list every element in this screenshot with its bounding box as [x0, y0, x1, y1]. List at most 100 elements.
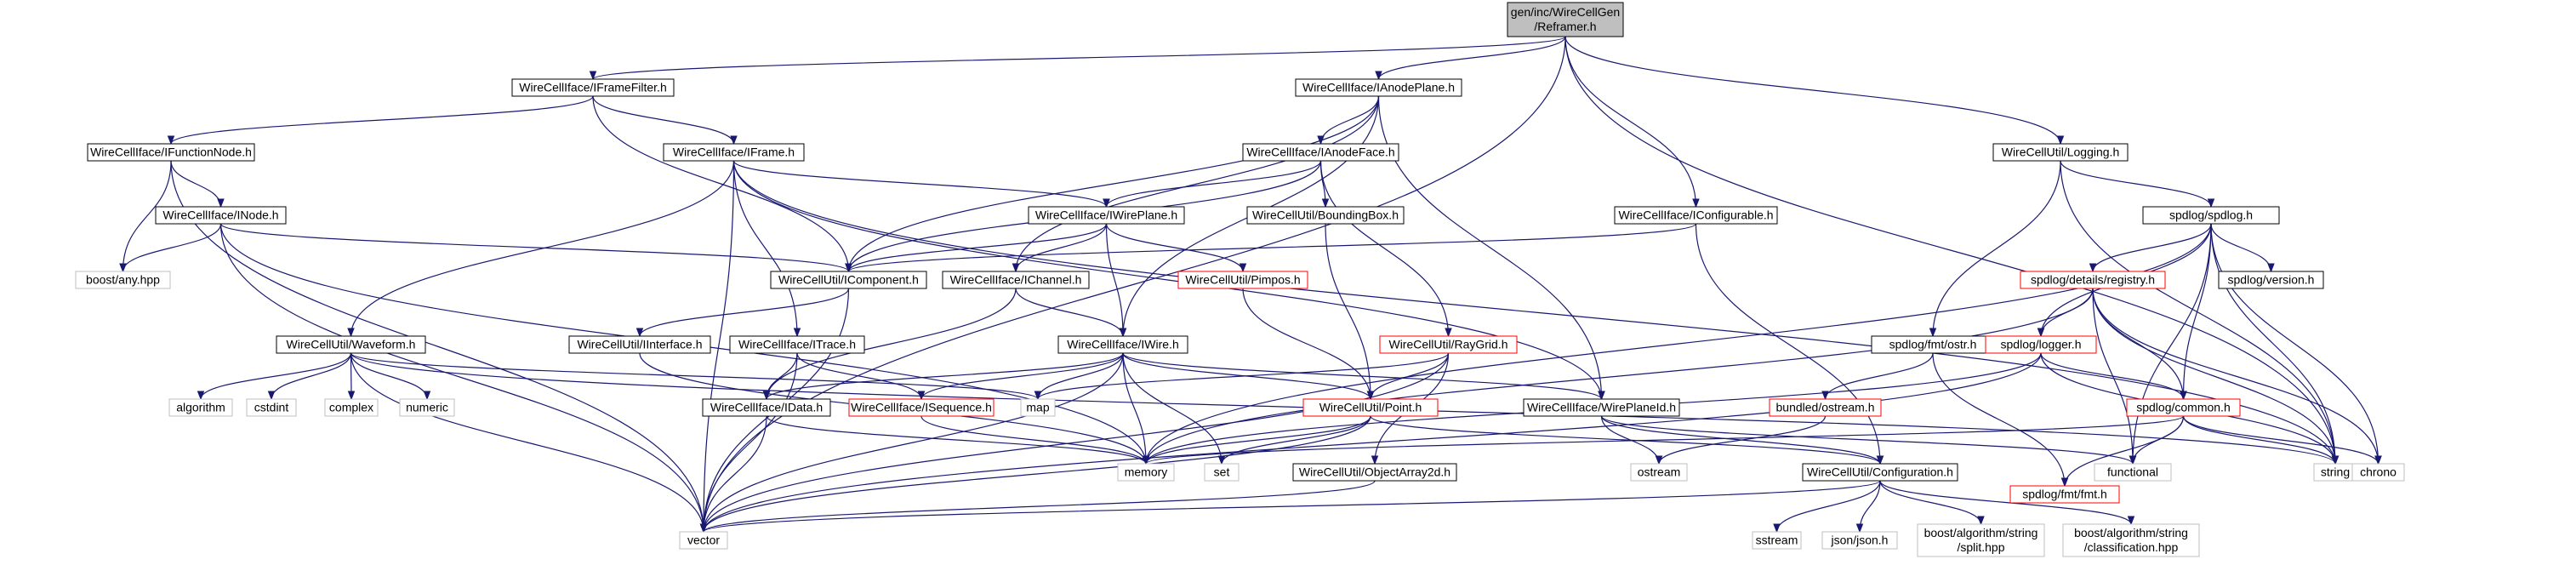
node-box [568, 335, 711, 354]
node-string[interactable]: string [2313, 463, 2357, 482]
edge-line [350, 160, 735, 337]
node-configuration[interactable]: WireCellUtil/Configuration.h [1802, 463, 1958, 482]
node-point[interactable]: WireCellUtil/Point.h [1302, 398, 1439, 417]
node-wireplaneid[interactable]: WireCellIface/WirePlaneId.h [1523, 398, 1680, 417]
node-box [87, 143, 255, 162]
node-raygrid[interactable]: WireCellUtil/RayGrid.h [1379, 335, 1518, 354]
edge-arrowhead [845, 263, 852, 273]
node-itrace[interactable]: WireCellIface/ITrace.h [729, 335, 865, 354]
node-box [75, 271, 171, 289]
edge-arrowhead [1366, 391, 1375, 401]
edge-spdlog-to-version [2210, 223, 2275, 273]
edge-configuration-to-jsonjson [1855, 480, 1881, 534]
node-split[interactable]: boost/algorithm/string/split.hpp [1917, 523, 2045, 557]
edge-arrowhead [2207, 198, 2215, 208]
node-ostream[interactable]: ostream [1630, 463, 1688, 482]
edges-layer [119, 36, 2382, 534]
node-spdlog[interactable]: spdlog/spdlog.h [2142, 206, 2280, 225]
node-iconfigurable[interactable]: WireCellIface/IConfigurable.h [1614, 206, 1778, 225]
node-isequence[interactable]: WireCellIface/ISequence.h [848, 398, 994, 417]
node-inode[interactable]: WireCellIface/INode.h [155, 206, 287, 225]
node-common[interactable]: spdlog/common.h [2126, 398, 2241, 417]
node-sstream[interactable]: sstream [1752, 531, 1802, 550]
node-root[interactable]: gen/inc/WireCellGen/Reframer.h [1507, 2, 1624, 37]
node-classification[interactable]: boost/algorithm/string/classification.hp… [2062, 523, 2200, 557]
node-icomponent[interactable]: WireCellUtil/IComponent.h [770, 271, 927, 289]
node-algorithm[interactable]: algorithm [168, 398, 233, 417]
node-registry[interactable]: spdlog/details/registry.h [2020, 271, 2166, 289]
edge-point-to-vector [699, 415, 1371, 534]
edge-line [2060, 160, 2212, 208]
node-chrono[interactable]: chrono [2351, 463, 2405, 482]
node-idata[interactable]: WireCellIface/IData.h [702, 398, 831, 417]
edge-line [1015, 95, 1380, 272]
edge-iwire-to-isequence [917, 352, 1124, 401]
node-iframefilter[interactable]: WireCellIface/IFrameFilter.h [511, 78, 675, 97]
node-fmtostr[interactable]: spdlog/fmt/ostr.h [1871, 335, 1995, 354]
node-ianodeface[interactable]: WireCellIface/IAnodeFace.h [1242, 143, 1399, 162]
node-functional[interactable]: functional [2094, 463, 2172, 482]
node-ichannel[interactable]: WireCellIface/IChannel.h [942, 271, 1090, 289]
edge-line [1145, 415, 2185, 465]
node-waveform[interactable]: WireCellUtil/Waveform.h [276, 335, 426, 354]
edge-arrowhead [1855, 523, 1864, 534]
edge-line [1145, 223, 2212, 465]
edge-line [170, 160, 222, 208]
node-label: ostream [1638, 465, 1681, 479]
edge-arrowhead [917, 391, 926, 401]
node-iframe[interactable]: WireCellIface/IFrame.h [663, 143, 805, 162]
edge-line [219, 223, 850, 272]
edge-line [1564, 36, 2336, 465]
edge-line [170, 95, 594, 145]
node-logging[interactable]: WireCellUtil/Logging.h [1992, 143, 2129, 162]
node-boundingbox[interactable]: WireCellUtil/BoundingBox.h [1246, 206, 1405, 225]
node-jsonjson[interactable]: json/json.h [1821, 531, 1898, 550]
edge-line [2210, 223, 2379, 465]
edge-line [703, 160, 735, 533]
node-version[interactable]: spdlog/version.h [2218, 271, 2324, 289]
node-box [2009, 485, 2120, 504]
node-pimpos[interactable]: WireCellUtil/Pimpos.h [1177, 271, 1308, 289]
node-iinterface[interactable]: WireCellUtil/IInterface.h [568, 335, 711, 354]
edge-line [2210, 223, 2272, 272]
edge-iwire-to-wireplaneid [1122, 352, 1605, 401]
node-label: map [1026, 401, 1049, 414]
edge-line [703, 352, 1450, 533]
node-boostany[interactable]: boost/any.hpp [75, 271, 171, 289]
edge-line [1221, 415, 1371, 465]
node-box [1821, 531, 1898, 550]
node-memory[interactable]: memory [1117, 463, 1175, 482]
node-label: spdlog/spdlog.h [2169, 208, 2253, 222]
node-ianodeplane[interactable]: WireCellIface/IAnodePlane.h [1295, 78, 1462, 97]
edge-root-to-ianodeplane [1375, 36, 1566, 81]
edge-arrowhead [2180, 391, 2187, 401]
node-complex[interactable]: complex [324, 398, 379, 417]
node-fmtfmt[interactable]: spdlog/fmt/fmt.h [2009, 485, 2120, 504]
node-iwire[interactable]: WireCellIface/IWire.h [1057, 335, 1188, 354]
edge-arrowhead [1375, 71, 1382, 81]
node-vector[interactable]: vector [679, 531, 728, 550]
node-objectarray[interactable]: WireCellUtil/ObjectArray2d.h [1292, 463, 1457, 482]
node-set[interactable]: set [1204, 463, 1240, 482]
edge-line [1037, 352, 1124, 400]
node-label: WireCellIface/INode.h [162, 208, 278, 222]
node-box [1769, 398, 1882, 417]
node-label: bundled/ostream.h [1776, 401, 1875, 414]
node-iwireplane[interactable]: WireCellIface/IWirePlane.h [1028, 206, 1185, 225]
edge-line [1015, 288, 1124, 337]
node-map[interactable]: map [1020, 398, 1056, 417]
node-label: WireCellUtil/IInterface.h [577, 338, 702, 351]
edge-line [2040, 352, 2185, 400]
edge-arrowhead [762, 391, 771, 401]
edge-arrowhead [1445, 328, 1452, 338]
edge-ianodeface-to-iwireplane [1103, 160, 1322, 208]
node-logger[interactable]: spdlog/logger.h [1985, 335, 2097, 354]
node-numeric[interactable]: numeric [399, 398, 455, 417]
edge-line [732, 160, 1108, 208]
node-ifunctionnode[interactable]: WireCellIface/IFunctionNode.h [87, 143, 255, 162]
edge-arrowhead [589, 71, 597, 81]
node-cstdint[interactable]: cstdint [246, 398, 297, 417]
node-bundled[interactable]: bundled/ostream.h [1769, 398, 1882, 417]
edge-iwireplane-to-iwire [1105, 223, 1127, 338]
edge-ifunctionnode-to-inode [170, 160, 225, 208]
